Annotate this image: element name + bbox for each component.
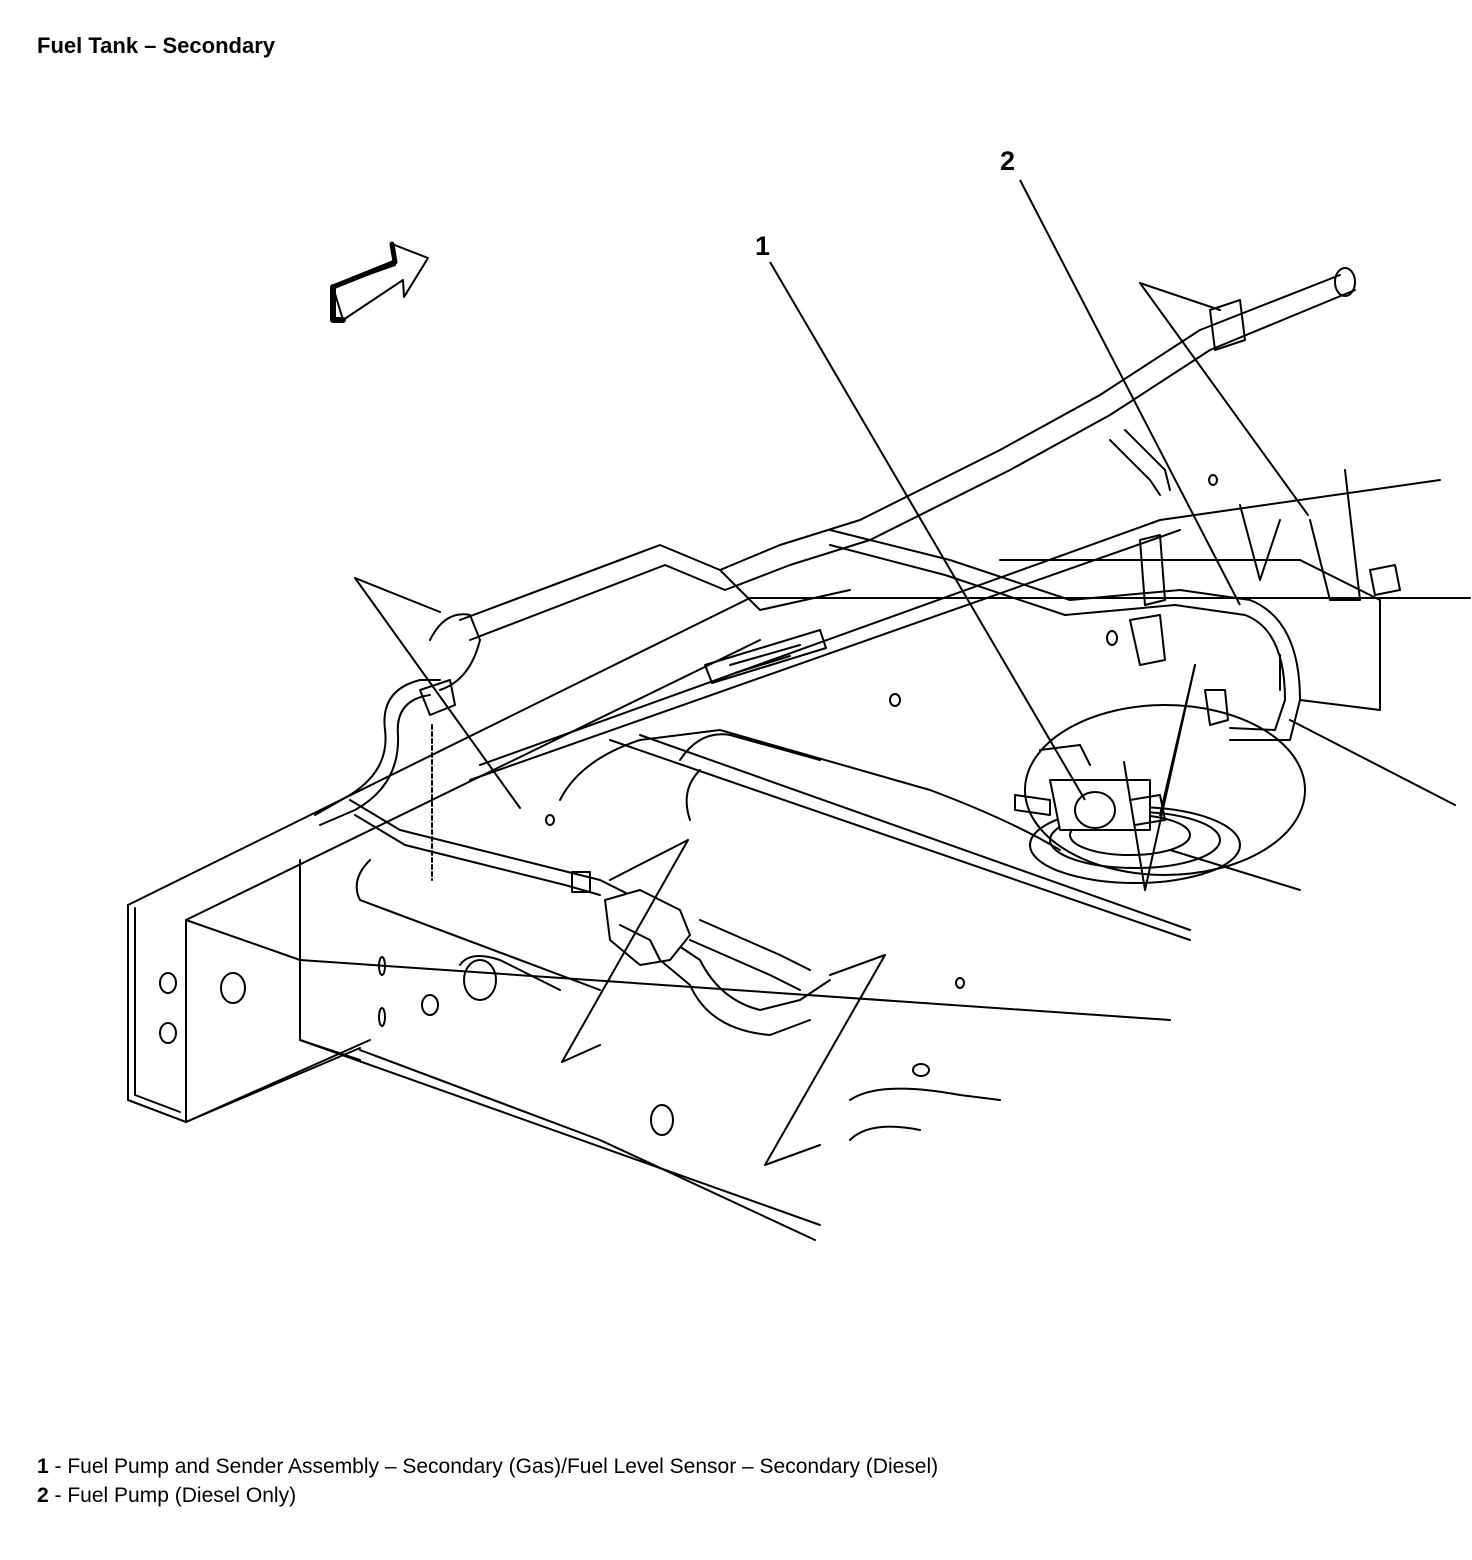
callout-1-label: 1 xyxy=(755,231,770,261)
legend-item-1: 1 - Fuel Pump and Sender Assembly – Seco… xyxy=(37,1452,938,1481)
legend-item-number: 2 xyxy=(37,1484,49,1507)
view-break-lines xyxy=(354,282,1456,1166)
legend-item-separator: - xyxy=(48,1455,68,1478)
legend-item-2: 2 - Fuel Pump (Diesel Only) xyxy=(37,1481,938,1510)
frame-rail xyxy=(127,479,1471,1241)
page-title: Fuel Tank – Secondary xyxy=(37,33,276,58)
fuel-lines xyxy=(459,267,1356,741)
frame-decal xyxy=(704,629,827,684)
fuel-pump-sender-assembly xyxy=(1014,704,1306,884)
wiring-harness xyxy=(314,613,1229,1036)
callout-1-leader xyxy=(769,261,1086,801)
legend: 1 - Fuel Pump and Sender Assembly – Seco… xyxy=(37,1452,938,1510)
fuel-tank xyxy=(355,469,1381,1141)
legend-item-number: 1 xyxy=(37,1455,49,1478)
legend-item-separator: - xyxy=(48,1484,68,1507)
harness-connector xyxy=(571,871,691,966)
legend-item-text: Fuel Pump and Sender Assembly – Secondar… xyxy=(67,1455,939,1478)
retaining-clips xyxy=(419,299,1401,716)
frame-holes xyxy=(159,474,1218,1136)
callout-2-label: 2 xyxy=(1000,146,1015,176)
callout-2-leader xyxy=(1019,179,1241,606)
legend-item-text: Fuel Pump (Diesel Only) xyxy=(67,1484,297,1507)
front-direction-arrow-icon xyxy=(330,241,429,323)
